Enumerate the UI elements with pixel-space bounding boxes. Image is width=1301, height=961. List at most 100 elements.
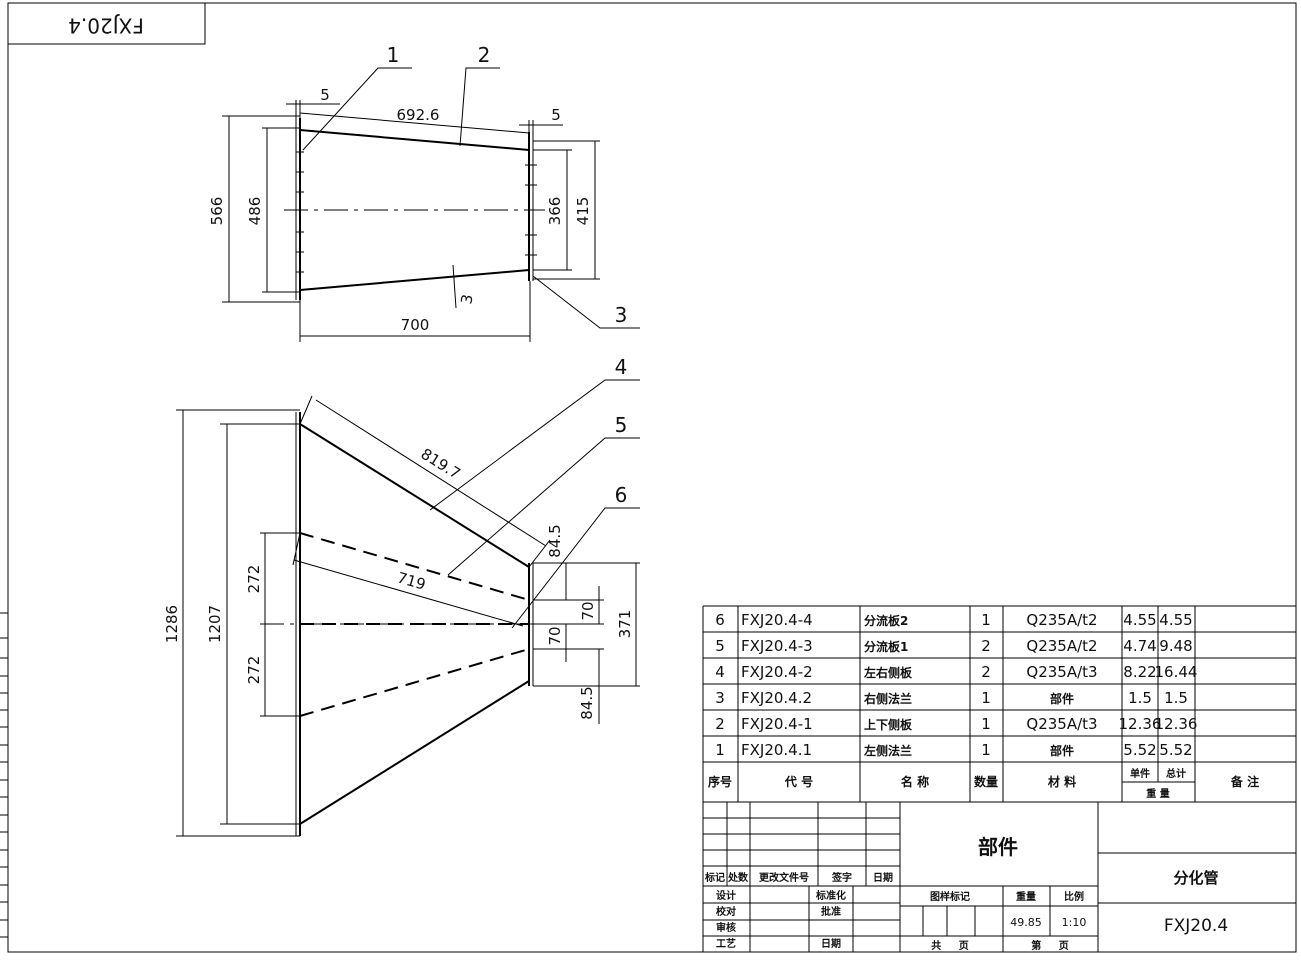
cell-name: 分流板2 bbox=[864, 613, 908, 628]
hdr-weight: 重 量 bbox=[1146, 787, 1169, 800]
cell-no: 2 bbox=[715, 715, 725, 733]
cell-name: 右侧法兰 bbox=[863, 691, 912, 706]
label-approve: 批准 bbox=[821, 905, 841, 918]
label-date: 日期 bbox=[821, 937, 841, 950]
cell-unit: 4.55 bbox=[1123, 611, 1156, 629]
dim-566: 566 bbox=[208, 197, 226, 226]
cell-qty: 1 bbox=[981, 741, 991, 759]
corner-code: FXJ20.4 bbox=[68, 14, 144, 38]
cell-total: 4.55 bbox=[1159, 611, 1192, 629]
hdr-no: 序号 bbox=[708, 774, 732, 789]
label-check: 校对 bbox=[716, 905, 736, 918]
cell-total: 9.48 bbox=[1159, 637, 1192, 655]
dim-415: 415 bbox=[574, 197, 592, 226]
cell-name: 左右侧板 bbox=[863, 665, 913, 680]
cell-unit: 4.74 bbox=[1123, 637, 1156, 655]
hdr-qty: 数量 bbox=[974, 774, 998, 789]
cell-name: 分流板1 bbox=[864, 639, 908, 654]
cell-total: 12.36 bbox=[1155, 715, 1198, 733]
cell-qty: 1 bbox=[981, 611, 991, 629]
leader-1: 1 bbox=[387, 43, 400, 67]
dim-3: 3 bbox=[457, 293, 476, 306]
dim-700: 700 bbox=[401, 316, 430, 334]
label-process: 工艺 bbox=[716, 937, 736, 950]
cell-total: 5.52 bbox=[1159, 741, 1192, 759]
top-view: 566 486 366 415 700 692.6 5 5 bbox=[208, 43, 640, 342]
drawing-name: 分化管 bbox=[1173, 869, 1218, 887]
scale-value: 1:10 bbox=[1062, 916, 1087, 929]
hdr-remark: 备 注 bbox=[1230, 774, 1259, 789]
cell-qty: 2 bbox=[981, 637, 991, 655]
dim-84-5-top: 84.5 bbox=[546, 524, 564, 557]
label-sample-mark: 图样标记 bbox=[930, 890, 970, 903]
cell-material: Q235A/t2 bbox=[1026, 637, 1097, 655]
cell-no: 6 bbox=[715, 611, 725, 629]
leader-4: 4 bbox=[615, 355, 628, 379]
leader-6: 6 bbox=[615, 483, 628, 507]
dim-1207: 1207 bbox=[206, 605, 224, 643]
cell-name: 上下侧板 bbox=[864, 717, 913, 732]
cell-unit: 12.36 bbox=[1119, 715, 1162, 733]
dim-272-upper: 272 bbox=[245, 565, 263, 594]
dim-5-right: 5 bbox=[551, 106, 561, 124]
rev-sign: 签字 bbox=[831, 871, 852, 884]
dim-84-5-bottom: 84.5 bbox=[578, 686, 596, 719]
dim-1286: 1286 bbox=[163, 605, 181, 643]
cell-no: 1 bbox=[715, 741, 725, 759]
dim-719: 719 bbox=[395, 569, 427, 594]
label-review: 审核 bbox=[716, 921, 736, 934]
rev-date: 日期 bbox=[873, 871, 893, 884]
cell-material: Q235A/t3 bbox=[1026, 663, 1097, 681]
cell-code: FXJ20.4-4 bbox=[741, 611, 813, 629]
label-total-sheets: 共 页 bbox=[931, 939, 968, 952]
hdr-name: 名 称 bbox=[901, 774, 929, 789]
cell-code: FXJ20.4-3 bbox=[741, 637, 813, 655]
cell-name: 左侧法兰 bbox=[863, 743, 912, 758]
cell-code: FXJ20.4.2 bbox=[741, 689, 812, 707]
bottom-view: 1286 1207 272 272 819.7 719 84.5 70 bbox=[163, 355, 640, 837]
dim-371: 371 bbox=[616, 610, 634, 639]
dim-70-lower: 70 bbox=[546, 626, 564, 645]
cell-code: FXJ20.4.1 bbox=[741, 741, 812, 759]
hdr-unit: 单件 bbox=[1130, 767, 1150, 780]
drawing-code: FXJ20.4 bbox=[1164, 916, 1228, 936]
cell-qty: 1 bbox=[981, 715, 991, 733]
leader-3: 3 bbox=[615, 303, 628, 327]
cell-code: FXJ20.4-1 bbox=[741, 715, 813, 733]
dim-819-7: 819.7 bbox=[418, 445, 464, 483]
part-type: 部件 bbox=[978, 835, 1018, 859]
dim-5-left: 5 bbox=[320, 86, 330, 104]
cell-unit: 8.22 bbox=[1123, 663, 1156, 681]
cell-material: 部件 bbox=[1050, 743, 1074, 758]
cell-total: 16.44 bbox=[1155, 663, 1198, 681]
left-margin-ticks bbox=[0, 612, 8, 938]
dim-366: 366 bbox=[546, 197, 564, 226]
rev-count: 处数 bbox=[727, 871, 749, 884]
cell-no: 3 bbox=[715, 689, 725, 707]
cell-no: 5 bbox=[715, 637, 725, 655]
sheet-border bbox=[7, 2, 1297, 953]
label-standard: 标准化 bbox=[815, 889, 846, 902]
cell-unit: 5.52 bbox=[1123, 741, 1156, 759]
label-weight: 重量 bbox=[1016, 890, 1036, 903]
rev-mark: 标记 bbox=[704, 871, 725, 884]
corner-code-box bbox=[7, 2, 206, 45]
leader-5: 5 bbox=[615, 413, 628, 437]
hdr-material: 材 料 bbox=[1047, 774, 1076, 789]
dim-692-6: 692.6 bbox=[397, 106, 440, 124]
cell-material: Q235A/t3 bbox=[1026, 715, 1097, 733]
cell-material: 部件 bbox=[1050, 691, 1074, 706]
hdr-code: 代 号 bbox=[784, 774, 813, 789]
dim-486: 486 bbox=[246, 197, 264, 226]
cell-code: FXJ20.4-2 bbox=[741, 663, 813, 681]
label-sheet-no: 第 页 bbox=[1031, 939, 1068, 952]
rev-doc: 更改文件号 bbox=[759, 871, 809, 884]
